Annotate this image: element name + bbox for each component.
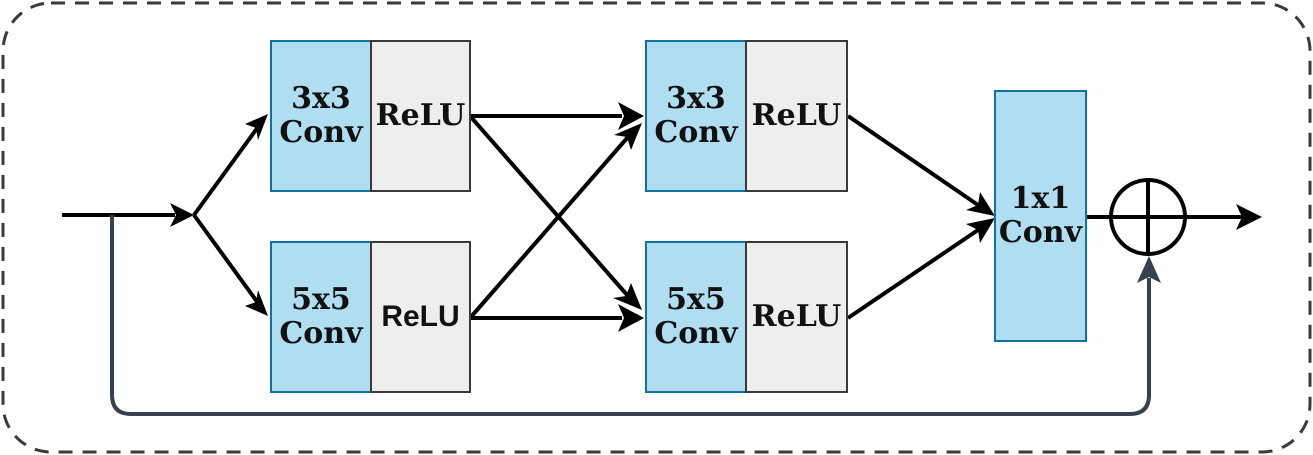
- output-arrowhead: [1236, 204, 1262, 230]
- conv-3x3-block-2: 3x3 Conv: [645, 40, 747, 192]
- relu-label-4: ReLU: [751, 299, 842, 334]
- split-down-line: [192, 213, 260, 305]
- upper-to-merge-line: [846, 114, 980, 207]
- top-to-bottom-arrowhead: [613, 283, 642, 310]
- conv-1x1-label: 1x1 Conv: [998, 181, 1083, 250]
- top-to-top-arrowhead: [618, 102, 644, 130]
- conv-3x3-label-1: 3x3 Conv: [279, 81, 363, 150]
- relu-label-3: ReLU: [751, 98, 842, 133]
- split-up-line: [192, 125, 260, 217]
- input-arrowhead: [170, 203, 194, 227]
- lower-to-merge-arrowhead: [966, 218, 995, 243]
- skip-connection-line: [110, 215, 1151, 416]
- skip-connection-arrowhead: [1137, 256, 1161, 283]
- relu-label-1: ReLU: [375, 98, 466, 133]
- conv-5x5-label-2: 5x5 Conv: [654, 282, 738, 351]
- split-up-arrowhead: [245, 114, 268, 140]
- conv-1x1-block: 1x1 Conv: [994, 90, 1087, 342]
- bottom-to-top-line: [468, 135, 630, 320]
- conv-5x5-block-1: 5x5 Conv: [270, 241, 372, 393]
- conv-3x3-block-1: 3x3 Conv: [270, 40, 372, 192]
- top-to-bottom-line: [468, 114, 630, 298]
- bottom-to-top-arrowhead: [614, 123, 642, 150]
- relu-label-2: ReLU: [381, 300, 460, 333]
- conv-5x5-block-2: 5x5 Conv: [645, 241, 747, 393]
- relu-block-3: ReLU: [745, 40, 848, 192]
- relu-block-2: ReLU: [370, 241, 471, 393]
- split-down-arrowhead: [245, 290, 268, 316]
- lower-to-merge-line: [846, 228, 980, 320]
- relu-block-4: ReLU: [745, 241, 848, 393]
- conv-5x5-label-1: 5x5 Conv: [279, 282, 363, 351]
- upper-to-merge-arrowhead: [966, 192, 995, 216]
- conv-3x3-label-2: 3x3 Conv: [654, 81, 738, 150]
- bottom-to-bottom-arrowhead: [618, 304, 644, 332]
- relu-block-1: ReLU: [370, 40, 471, 192]
